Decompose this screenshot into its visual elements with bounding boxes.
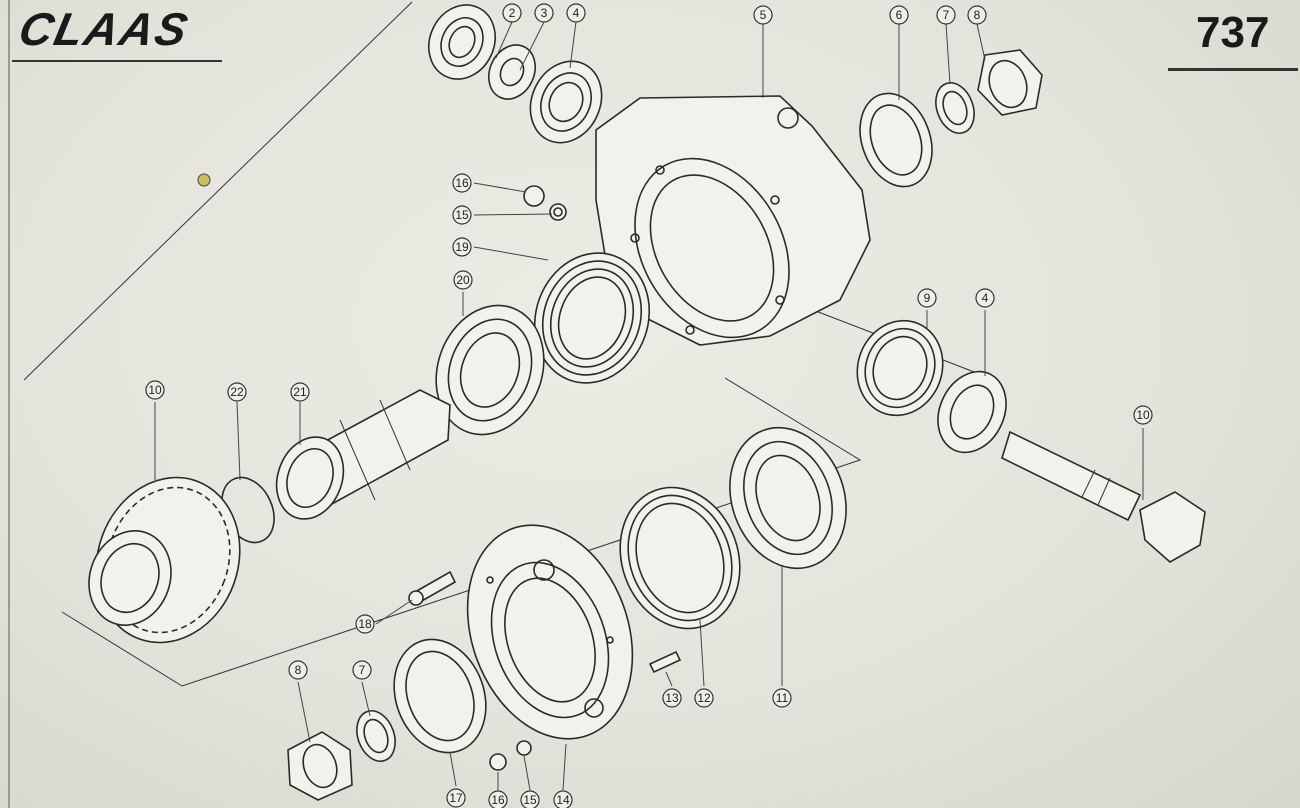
callout-label: 18 <box>358 617 372 631</box>
callout-7: 7 <box>936 5 956 25</box>
callout-21: 21 <box>290 382 310 402</box>
part-gear-10-left <box>88 476 241 644</box>
callout-3: 3 <box>534 3 554 23</box>
callout-label: 8 <box>974 8 981 22</box>
callout-label: 15 <box>455 208 469 222</box>
callout-label: 2 <box>509 6 516 20</box>
callout-15: 15 <box>452 205 472 225</box>
callout-2: 2 <box>502 3 522 23</box>
assembly-axis-line <box>23 1 413 381</box>
part-bearing-9 <box>856 319 944 417</box>
callout-label: 4 <box>982 291 989 305</box>
callout-label: 10 <box>148 383 162 397</box>
part-nut-3 <box>488 44 536 100</box>
part-bearing-20 <box>435 304 545 436</box>
callout-20: 20 <box>453 270 473 290</box>
callout-19: 19 <box>452 237 472 257</box>
callout-label: 8 <box>295 663 302 677</box>
callout-7: 7 <box>352 660 372 680</box>
callout-label: 15 <box>523 793 537 807</box>
page-number: 737 <box>1196 8 1270 57</box>
callout-10: 10 <box>1133 405 1153 425</box>
part-bearing-cup-12 <box>619 486 741 630</box>
part-nut-8-lower <box>287 731 353 801</box>
part-bolt-18 <box>408 570 457 606</box>
callout-leaders <box>154 21 1144 791</box>
part-pin-13 <box>648 650 682 674</box>
callout-4: 4 <box>975 288 995 308</box>
callout-label: 4 <box>573 6 580 20</box>
part-bearing-cup-19 <box>533 252 651 384</box>
callout-label: 14 <box>556 793 570 807</box>
axis-marker-dot <box>197 173 211 187</box>
callout-label: 13 <box>665 691 679 705</box>
callout-label: 19 <box>455 240 469 254</box>
callout-label: 12 <box>697 691 711 705</box>
part-ring-7-lower <box>356 710 396 762</box>
part-seal-6 <box>859 92 933 188</box>
callout-8: 8 <box>288 660 308 680</box>
part-pinion-shaft-10 <box>1001 430 1206 563</box>
callout-18: 18 <box>355 614 375 634</box>
sheet-border <box>8 0 10 808</box>
part-bearing-4-top <box>529 60 603 144</box>
callout-layer: 2 3 4 5 6 7 8 16 15 19 20 9 4 10 22 21 10 18 8 7 13 12 11 17 16 1… <box>145 3 1153 808</box>
callout-label: 3 <box>541 6 548 20</box>
part-splined-hub-21 <box>275 389 451 520</box>
callout-8: 8 <box>967 5 987 25</box>
callout-5: 5 <box>753 5 773 25</box>
part-shim-17 <box>393 638 487 754</box>
callout-label: 5 <box>760 8 767 22</box>
logo-underline <box>12 60 222 62</box>
callout-label: 6 <box>896 8 903 22</box>
callout-label: 7 <box>943 8 950 22</box>
part-ring-7 <box>935 82 975 134</box>
callout-16: 16 <box>488 790 508 808</box>
callout-label: 9 <box>924 291 931 305</box>
part-bearing-11 <box>729 426 847 570</box>
part-seal-2 <box>428 4 496 80</box>
callout-label: 10 <box>1136 408 1150 422</box>
callout-4: 4 <box>566 3 586 23</box>
part-small-16-15-lower <box>489 740 532 771</box>
callout-label: 11 <box>776 691 789 705</box>
callout-22: 22 <box>227 382 247 402</box>
callout-12: 12 <box>694 688 714 708</box>
callout-label: 7 <box>359 663 366 677</box>
part-nut-8 <box>977 49 1043 116</box>
callout-16: 16 <box>452 173 472 193</box>
callout-label: 16 <box>491 793 505 807</box>
callout-label: 16 <box>455 176 469 190</box>
callout-9: 9 <box>917 288 937 308</box>
callout-label: 17 <box>449 791 463 805</box>
part-bearing-4-right <box>937 370 1007 454</box>
callout-label: 20 <box>456 273 470 287</box>
callout-10: 10 <box>145 380 165 400</box>
callout-label: 21 <box>293 385 307 399</box>
callout-17: 17 <box>446 788 466 808</box>
callout-11: 11 <box>772 688 792 708</box>
part-small-16-15 <box>523 185 567 221</box>
callout-15: 15 <box>520 790 540 808</box>
callout-label: 22 <box>230 385 244 399</box>
callout-14: 14 <box>553 790 573 808</box>
page-number-underline <box>1168 68 1298 71</box>
part-cover-14 <box>466 524 634 740</box>
callout-6: 6 <box>889 5 909 25</box>
callout-13: 13 <box>662 688 682 708</box>
